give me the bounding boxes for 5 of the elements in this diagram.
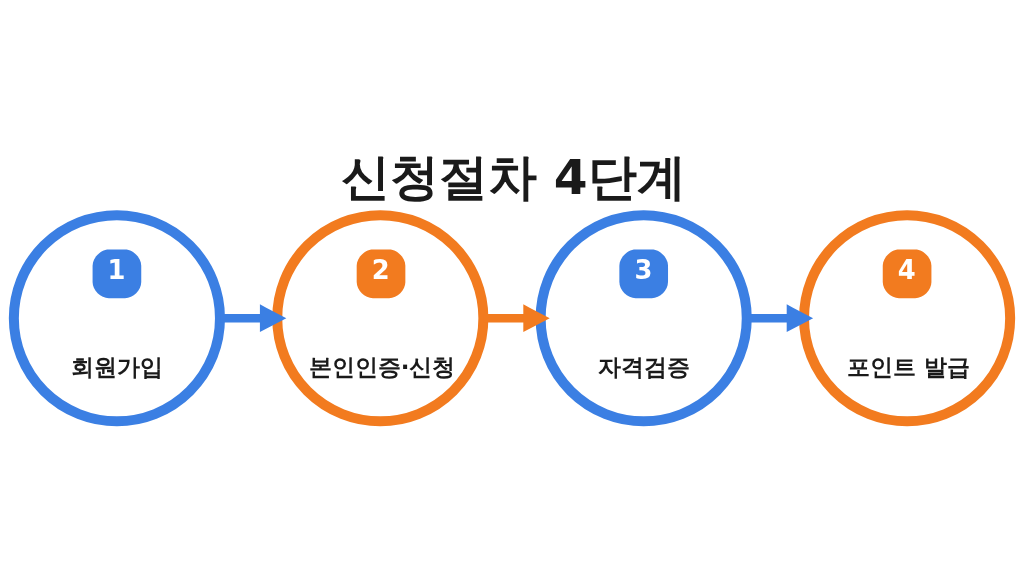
node-circle: 4 포인트 발급 [799,210,1016,427]
node-circle: 1 회원가입 [8,210,225,427]
node-circle: 2 본인인증·신청 [272,210,489,427]
diagram-title: 신청절차 4단계 [340,148,686,205]
node-circle: 3 자격검증 [535,210,752,427]
